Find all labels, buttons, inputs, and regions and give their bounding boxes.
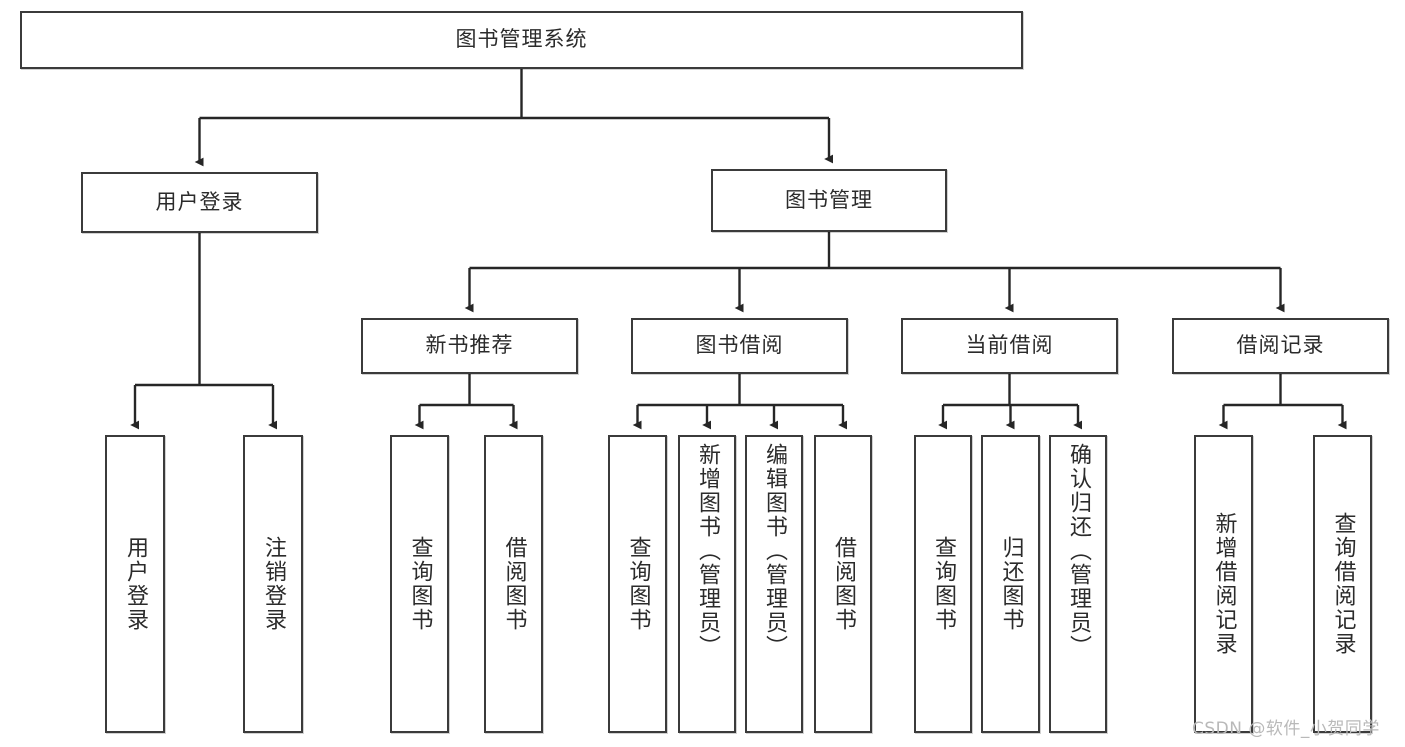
node-borrow-record-label: 借阅记录 [1236, 333, 1325, 358]
node-leaf-query-borrow-record[interactable]: 查询借阅记录 [1313, 435, 1372, 733]
node-root-label: 图书管理系统 [455, 27, 588, 52]
node-leaf-query-book-bb[interactable]: 查询图书 [608, 435, 667, 733]
node-current-borrow[interactable]: 当前借阅 [901, 318, 1118, 374]
node-leaf-logout-login-label: 注销登录 [260, 536, 286, 632]
node-leaf-query-book-bb-label: 查询图书 [625, 536, 651, 632]
node-user-login[interactable]: 用户登录 [81, 172, 318, 233]
node-leaf-add-borrow-record[interactable]: 新增借阅记录 [1194, 435, 1253, 733]
node-book-management-label: 图书管理 [785, 187, 873, 212]
node-user-login-label: 用户登录 [155, 189, 244, 214]
node-leaf-borrow-book-bb-label: 借阅图书 [830, 536, 856, 632]
node-root[interactable]: 图书管理系统 [20, 11, 1023, 69]
node-leaf-query-book-cb-label: 查询图书 [930, 536, 956, 632]
node-leaf-add-book[interactable]: 新增图书（管理员） [678, 435, 736, 733]
node-book-borrow[interactable]: 图书借阅 [631, 318, 848, 374]
node-leaf-confirm-return[interactable]: 确认归还（管理员） [1049, 435, 1107, 733]
watermark-csdn: CSDN @软件_小贺同学 [1192, 719, 1380, 739]
node-leaf-query-book-cb[interactable]: 查询图书 [914, 435, 972, 733]
node-current-borrow-label: 当前借阅 [965, 333, 1054, 358]
node-leaf-query-book-rec-label: 查询图书 [407, 536, 433, 632]
node-new-book-recommend-label: 新书推荐 [425, 333, 514, 358]
node-leaf-edit-book-label: 编辑图书（管理员） [761, 443, 787, 659]
node-leaf-user-login-label: 用户登录 [122, 536, 148, 632]
node-leaf-edit-book[interactable]: 编辑图书（管理员） [745, 435, 803, 733]
node-new-book-recommend[interactable]: 新书推荐 [361, 318, 578, 374]
node-leaf-logout-login[interactable]: 注销登录 [243, 435, 303, 733]
node-leaf-confirm-return-label: 确认归还（管理员） [1065, 443, 1091, 659]
node-borrow-record[interactable]: 借阅记录 [1172, 318, 1389, 374]
node-leaf-borrow-book-rec[interactable]: 借阅图书 [484, 435, 543, 733]
node-leaf-borrow-book-bb[interactable]: 借阅图书 [814, 435, 872, 733]
node-leaf-user-login[interactable]: 用户登录 [105, 435, 165, 733]
node-leaf-borrow-book-rec-label: 借阅图书 [501, 536, 527, 632]
node-leaf-add-book-label: 新增图书（管理员） [694, 443, 720, 659]
node-leaf-return-book[interactable]: 归还图书 [981, 435, 1040, 733]
node-leaf-return-book-label: 归还图书 [998, 536, 1024, 632]
node-leaf-add-borrow-record-label: 新增借阅记录 [1211, 512, 1237, 656]
node-book-borrow-label: 图书借阅 [695, 333, 784, 358]
node-leaf-query-borrow-record-label: 查询借阅记录 [1330, 512, 1356, 656]
node-leaf-query-book-rec[interactable]: 查询图书 [390, 435, 449, 733]
node-book-management[interactable]: 图书管理 [711, 169, 947, 232]
